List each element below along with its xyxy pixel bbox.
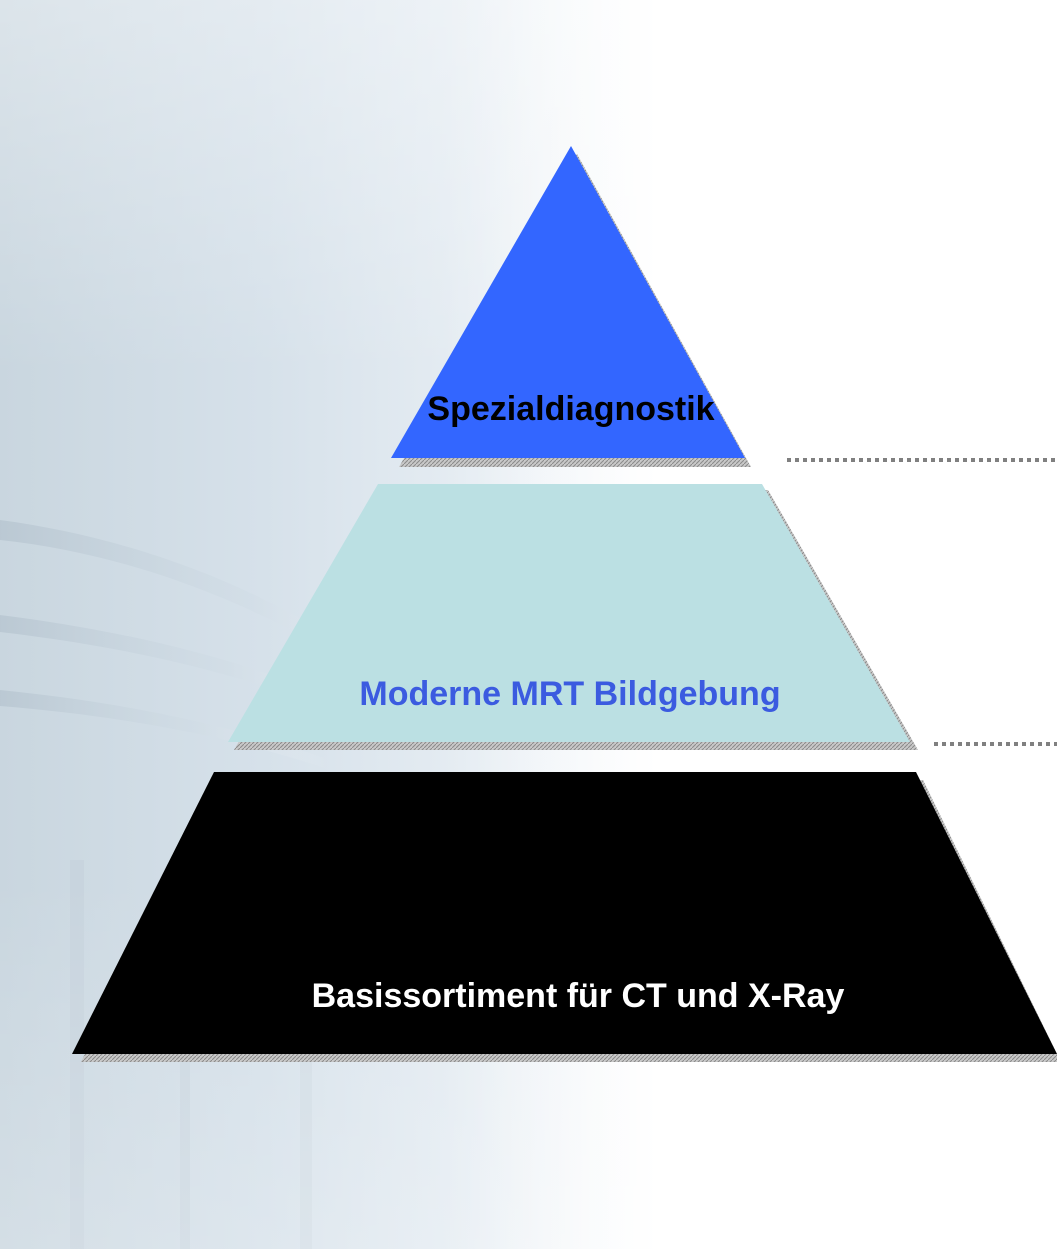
- pyramid-tier-bottom: Basissortiment für CT und X-Ray: [72, 772, 1057, 1062]
- tier-bottom-shape: [72, 772, 1057, 1054]
- tier-middle-label: Moderne MRT Bildgebung: [359, 675, 780, 713]
- tier-top-shape: [391, 146, 745, 458]
- pyramid-tier-middle: Moderne MRT Bildgebung: [228, 484, 918, 750]
- tier-middle-shape: [228, 484, 910, 742]
- pyramid-tier-top: Spezialdiagnostik: [391, 146, 751, 467]
- tier-top-label: Spezialdiagnostik: [427, 390, 714, 428]
- tier-bottom-label: Basissortiment für CT und X-Ray: [312, 977, 845, 1015]
